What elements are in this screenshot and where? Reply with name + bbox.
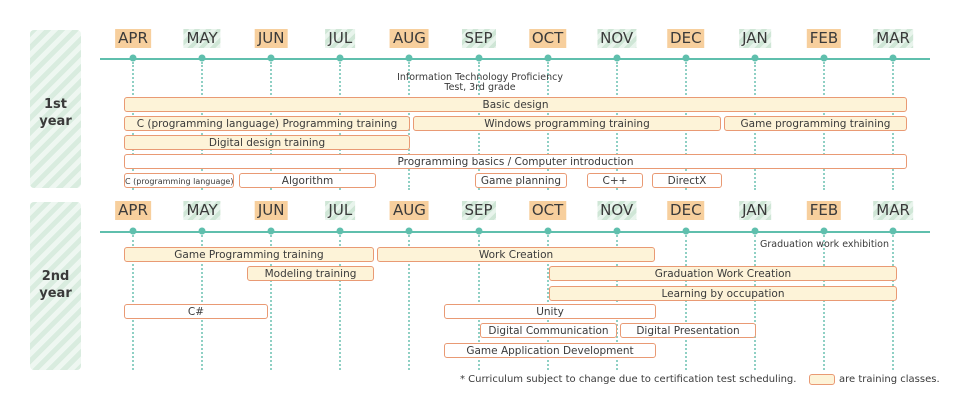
year-label-1: 1st year xyxy=(30,96,81,130)
month-label-feb: FEB xyxy=(806,29,842,48)
year-band-1 xyxy=(30,30,81,188)
month-label-dec: DEC xyxy=(667,29,705,48)
month-label-aug: AUG xyxy=(389,201,429,220)
month-dot xyxy=(820,54,828,62)
month-gridline xyxy=(339,235,342,370)
month-label-aug: AUG xyxy=(389,29,429,48)
year-label-2-text: 2nd year xyxy=(39,269,72,301)
month-dot xyxy=(682,227,690,235)
test-note: Information Technology Proficiency Test,… xyxy=(397,72,563,93)
month-label-nov: NOV xyxy=(597,201,637,220)
month-label-oct: OCT xyxy=(528,201,567,220)
bar-game-programming-training-2: Game Programming training xyxy=(124,247,374,262)
bar-digital-presentation: Digital Presentation xyxy=(620,323,756,338)
month-dot xyxy=(889,227,897,235)
month-dot xyxy=(751,227,759,235)
month-label-jun: JUN xyxy=(254,201,288,220)
month-label-mar: MAR xyxy=(873,29,913,48)
year-label-2: 2nd year xyxy=(30,268,81,302)
month-label-jan: JAN xyxy=(739,201,771,220)
month-gridline xyxy=(270,235,273,370)
bar-digital-communication: Digital Communication xyxy=(480,323,617,338)
month-label-feb: FEB xyxy=(806,201,842,220)
bar-windows-programming-training: Windows programming training xyxy=(413,116,721,131)
month-dot xyxy=(544,227,552,235)
bar-algorithm: Algorithm xyxy=(239,173,376,188)
month-dot xyxy=(336,54,344,62)
timeline-axis-1 xyxy=(100,58,930,60)
month-dot xyxy=(405,227,413,235)
month-label-apr: APR xyxy=(115,201,151,220)
month-gridline xyxy=(546,235,549,370)
month-label-oct: OCT xyxy=(528,29,567,48)
month-dot xyxy=(544,54,552,62)
month-dot xyxy=(613,227,621,235)
month-dot xyxy=(889,54,897,62)
month-dot xyxy=(336,227,344,235)
month-label-mar: MAR xyxy=(873,201,913,220)
month-dot xyxy=(405,54,413,62)
month-label-may: MAY xyxy=(183,201,221,220)
year-label-1-text: 1st year xyxy=(39,97,72,129)
bar-directx: DirectX xyxy=(652,173,722,188)
month-gridline xyxy=(477,235,480,370)
month-label-jul: JUL xyxy=(325,29,356,48)
month-gridline xyxy=(408,235,411,370)
month-label-dec: DEC xyxy=(667,201,705,220)
bar-digital-design-training: Digital design training xyxy=(124,135,410,150)
month-gridline xyxy=(132,235,134,370)
month-dot xyxy=(198,54,206,62)
month-dot xyxy=(475,227,482,235)
bar-programming-basics: Programming basics / Computer introducti… xyxy=(124,154,907,169)
month-dot xyxy=(682,54,690,62)
bar-game-planning: Game planning xyxy=(475,173,567,188)
month-dot xyxy=(613,54,621,62)
bar-unity: Unity xyxy=(444,304,656,319)
month-gridline xyxy=(201,235,204,370)
month-label-jun: JUN xyxy=(254,29,288,48)
bar-work-creation: Work Creation xyxy=(377,247,655,262)
month-dot xyxy=(129,227,137,235)
month-dot xyxy=(129,54,137,62)
bar-game-application-development: Game Application Development xyxy=(444,343,656,358)
bar-c-programming-training: C (programming language) Programming tra… xyxy=(124,116,410,131)
month-label-nov: NOV xyxy=(597,29,637,48)
month-dot xyxy=(198,227,206,235)
legend-swatch xyxy=(809,374,835,385)
month-dot xyxy=(475,54,482,62)
timeline-axis-2 xyxy=(100,231,930,233)
bar-basic-design: Basic design xyxy=(124,97,907,112)
bar-csharp: C# xyxy=(124,304,268,319)
footer-note: * Curriculum subject to change due to ce… xyxy=(460,374,797,385)
year-band-2 xyxy=(30,202,81,370)
legend-text: are training classes. xyxy=(839,374,940,385)
bar-cpp: C++ xyxy=(587,173,643,188)
bar-game-programming-training: Game programming training xyxy=(724,116,907,131)
bar-c-basics: C (programming language) basics xyxy=(124,173,234,188)
month-label-sep: SEP xyxy=(461,29,496,48)
bar-learning-by-occupation: Learning by occupation xyxy=(549,286,897,301)
month-gridline xyxy=(684,235,687,370)
month-dot xyxy=(267,227,275,235)
month-gridline xyxy=(615,235,618,370)
month-label-sep: SEP xyxy=(461,201,496,220)
month-dot xyxy=(751,54,759,62)
bar-graduation-work-creation: Graduation Work Creation xyxy=(549,266,897,281)
month-gridline xyxy=(823,235,825,370)
month-dot xyxy=(267,54,275,62)
month-label-apr: APR xyxy=(115,29,151,48)
month-gridline xyxy=(753,235,756,370)
month-label-jan: JAN xyxy=(739,29,771,48)
month-dot xyxy=(820,227,828,235)
bar-modeling-training: Modeling training xyxy=(247,266,374,281)
exhibition-note: Graduation work exhibition xyxy=(760,239,890,250)
month-gridline xyxy=(892,235,895,370)
month-label-may: MAY xyxy=(183,29,221,48)
month-label-jul: JUL xyxy=(325,201,356,220)
